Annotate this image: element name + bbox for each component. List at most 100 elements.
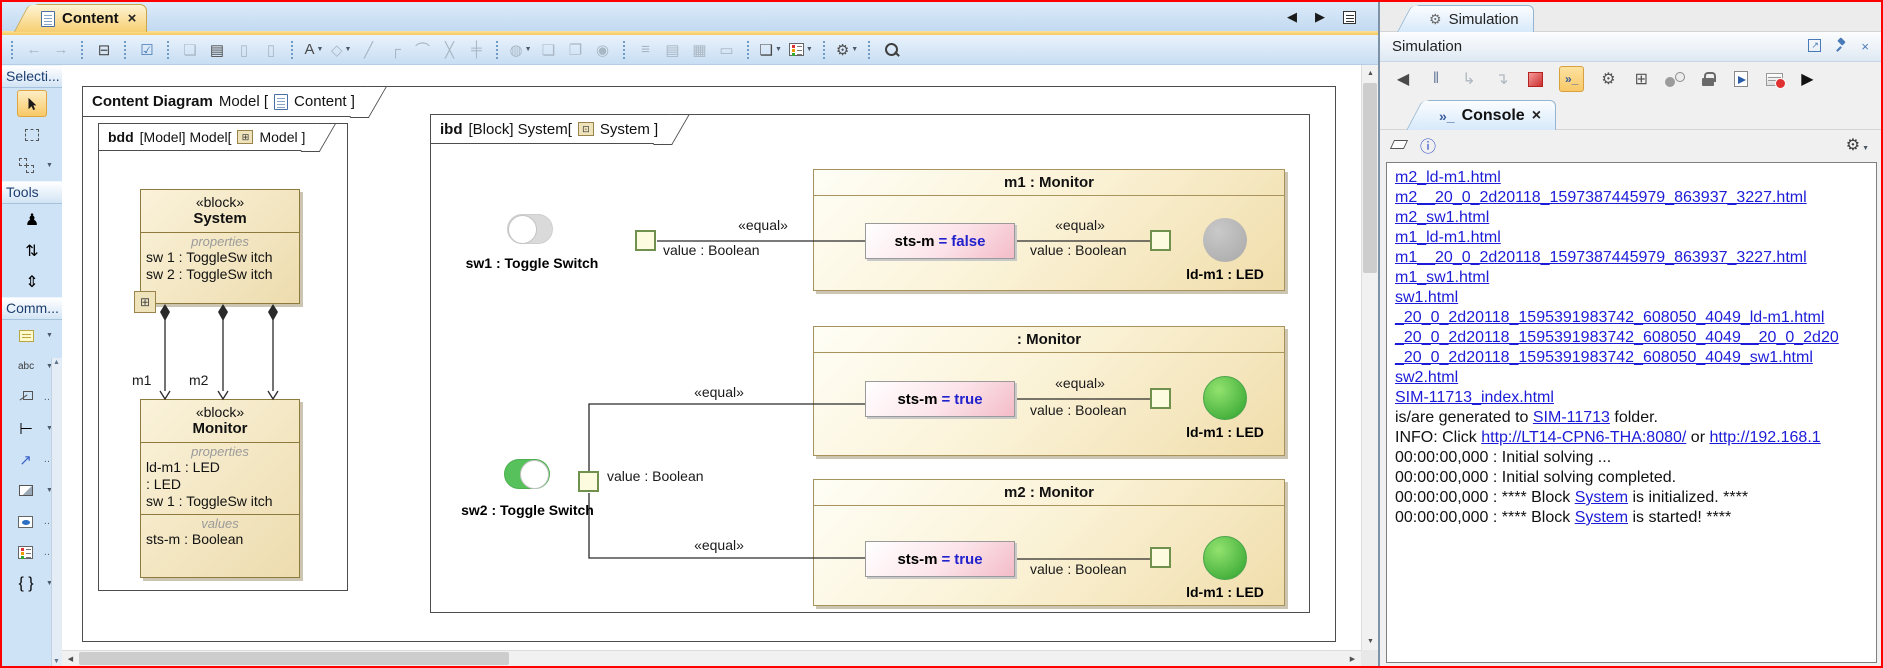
format-painter-button[interactable]: ◉	[593, 38, 613, 62]
breakpoints-button[interactable]	[1665, 67, 1686, 91]
vertical-split-tool[interactable]: ⇅	[2, 235, 62, 266]
dependency-tool[interactable]: ↗…	[2, 444, 62, 475]
apply-style-button[interactable]: ❐	[566, 38, 586, 62]
console-mode-button[interactable]: »_	[1559, 66, 1585, 92]
port-sw2-value[interactable]	[578, 471, 599, 492]
palette-scrollbar[interactable]: ▲ ▼	[51, 358, 62, 666]
dropdown-icon[interactable]: ▼	[46, 363, 53, 370]
pin-button[interactable]	[1835, 38, 1847, 55]
step-into-button[interactable]: ↳	[1460, 67, 1478, 91]
paste-button[interactable]: ▤	[207, 38, 227, 62]
delete-button[interactable]: ▯	[234, 38, 254, 62]
diagram-options-button[interactable]: ⚙▼	[836, 38, 858, 62]
note-tool[interactable]: ▼	[2, 320, 62, 351]
diagram-canvas[interactable]: Content Diagram Model [ Content ] bdd [M…	[62, 65, 1361, 650]
dropdown-icon[interactable]: ▼	[851, 46, 859, 53]
dropdown-icon[interactable]: ▼	[344, 46, 352, 53]
validate-diagram-button[interactable]: ☑	[137, 38, 157, 62]
selection-tool[interactable]	[2, 88, 62, 119]
image-tool[interactable]: ▼	[2, 475, 62, 506]
anchor-tool[interactable]: …	[2, 382, 62, 413]
console-link[interactable]: m1_ld-m1.html	[1395, 229, 1501, 246]
containment-tree-button[interactable]: ⊟	[94, 38, 114, 62]
delete-from-model-button[interactable]: ▯	[261, 38, 281, 62]
port-sw1-value[interactable]	[635, 230, 656, 251]
simulation-options-button[interactable]: ⚙	[1599, 67, 1617, 91]
dropdown-icon[interactable]: ▼	[316, 46, 324, 53]
block-system[interactable]: «block» System properties sw 1 : ToggleS…	[140, 189, 300, 304]
value-box-sts-m-m2[interactable]: sts-m = true	[865, 541, 1015, 577]
scroll-up-icon[interactable]: ▲	[1362, 65, 1379, 82]
block-monitor[interactable]: «block» Monitor properties ld-m1 : LED :…	[140, 399, 300, 578]
fill-color-button[interactable]: ◍▼	[509, 38, 531, 62]
scroll-tabs-left-button[interactable]: ◀	[1287, 9, 1297, 24]
console-link[interactable]: SIM-11713_index.html	[1395, 389, 1554, 406]
active-sessions-button[interactable]	[1765, 67, 1786, 91]
port-m2-value[interactable]	[1150, 547, 1171, 568]
constraint-tool[interactable]: ⊢▼	[2, 413, 62, 444]
close-button[interactable]: ×	[1861, 39, 1869, 54]
text-tool[interactable]: abc▼	[2, 351, 62, 382]
dropdown-icon[interactable]: ▼	[46, 425, 53, 432]
rectilinear-path-button[interactable]: ┌	[385, 38, 405, 62]
align-center-button[interactable]: ▤	[663, 38, 683, 62]
toggle-switch-sw1[interactable]	[507, 214, 553, 244]
console-link[interactable]: SIM-11713	[1532, 409, 1610, 426]
canvas-vertical-scrollbar[interactable]: ▲ ▼	[1361, 65, 1379, 650]
bezier-path-button[interactable]: ⌒	[412, 38, 432, 62]
add-shape-button[interactable]: ◇▼	[331, 38, 351, 62]
copy-style-button[interactable]: ❏	[539, 38, 559, 62]
console-settings-button[interactable]: ⚙▼	[1846, 135, 1869, 155]
console-link[interactable]: _20_0_2d20118_1595391983742_608050_4049_…	[1395, 349, 1813, 366]
tab-list-button[interactable]	[1343, 10, 1356, 24]
legend-button[interactable]: ▼	[788, 38, 813, 62]
lock-button[interactable]	[1699, 67, 1717, 91]
value-box-sts-m-monitor[interactable]: sts-m = true	[865, 381, 1015, 417]
scroll-right-icon[interactable]: ▶	[1344, 651, 1361, 666]
show-window-button[interactable]: ❑▼	[760, 38, 782, 62]
palette-section-header[interactable]: Selecti...	[2, 65, 62, 88]
console-link[interactable]: System	[1574, 509, 1629, 526]
scroll-left-icon[interactable]: ◀	[62, 651, 79, 666]
pause-button[interactable]: ‖	[1427, 67, 1445, 91]
toggle-switch-sw2[interactable]	[504, 459, 550, 489]
scroll-tabs-right-button[interactable]: ▶	[1315, 9, 1325, 24]
distribute-button[interactable]: ▦	[690, 38, 710, 62]
palette-section-header[interactable]: Tools	[2, 181, 62, 204]
console-link[interactable]: m1__20_0_2d20118_1597387445979_863937_32…	[1395, 249, 1807, 266]
step-over-button[interactable]: ↴	[1493, 67, 1511, 91]
run-button[interactable]: ▶	[1798, 67, 1816, 91]
console-link[interactable]: sw2.html	[1395, 369, 1459, 386]
horizontal-scroll-thumb[interactable]	[79, 652, 509, 665]
console-link[interactable]: System	[1574, 489, 1629, 506]
path-style-button[interactable]: ╳	[439, 38, 459, 62]
sticky-tool[interactable]: ♟	[2, 204, 62, 235]
dropdown-icon[interactable]: ▼	[1862, 145, 1869, 152]
make-same-size-button[interactable]: ▭	[717, 38, 737, 62]
canvas-horizontal-scrollbar[interactable]: ◀ ▶	[62, 650, 1361, 666]
forward-button[interactable]: →	[51, 38, 71, 62]
back-button[interactable]: ←	[24, 38, 44, 62]
braces-tool[interactable]: { }▼	[2, 568, 62, 599]
close-console-icon[interactable]: ×	[1531, 106, 1542, 124]
console-link[interactable]: http://192.168.1	[1709, 429, 1821, 446]
console-link[interactable]: sw1.html	[1395, 289, 1459, 306]
dropdown-icon[interactable]: ▼	[524, 46, 532, 53]
vertical-merge-tool[interactable]: ⇕	[2, 266, 62, 297]
palette-scroll-up-icon[interactable]: ▲	[53, 359, 60, 366]
console-link[interactable]: m2_sw1.html	[1395, 209, 1490, 226]
console-link[interactable]: m2_ld-m1.html	[1395, 169, 1501, 186]
swap-ends-button[interactable]: ╪	[466, 38, 486, 62]
close-tab-icon[interactable]: ×	[127, 10, 137, 27]
terminate-button[interactable]	[1526, 67, 1544, 91]
diagram-overview-tool[interactable]: …	[2, 506, 62, 537]
vertical-scroll-thumb[interactable]	[1363, 83, 1377, 273]
console-link[interactable]: _20_0_2d20118_1595391983742_608050_4049_…	[1395, 309, 1825, 326]
value-box-sts-m-m1[interactable]: sts-m = false	[865, 223, 1015, 259]
show-variables-button[interactable]: ⊞	[1632, 67, 1650, 91]
search-button[interactable]	[881, 38, 901, 62]
console-link[interactable]: http://LT14-CPN6-THA:8080/	[1481, 429, 1687, 446]
marquee-selection-tool[interactable]	[2, 119, 62, 150]
port-m1-value[interactable]	[1150, 230, 1171, 251]
clear-console-button[interactable]	[1389, 136, 1409, 154]
